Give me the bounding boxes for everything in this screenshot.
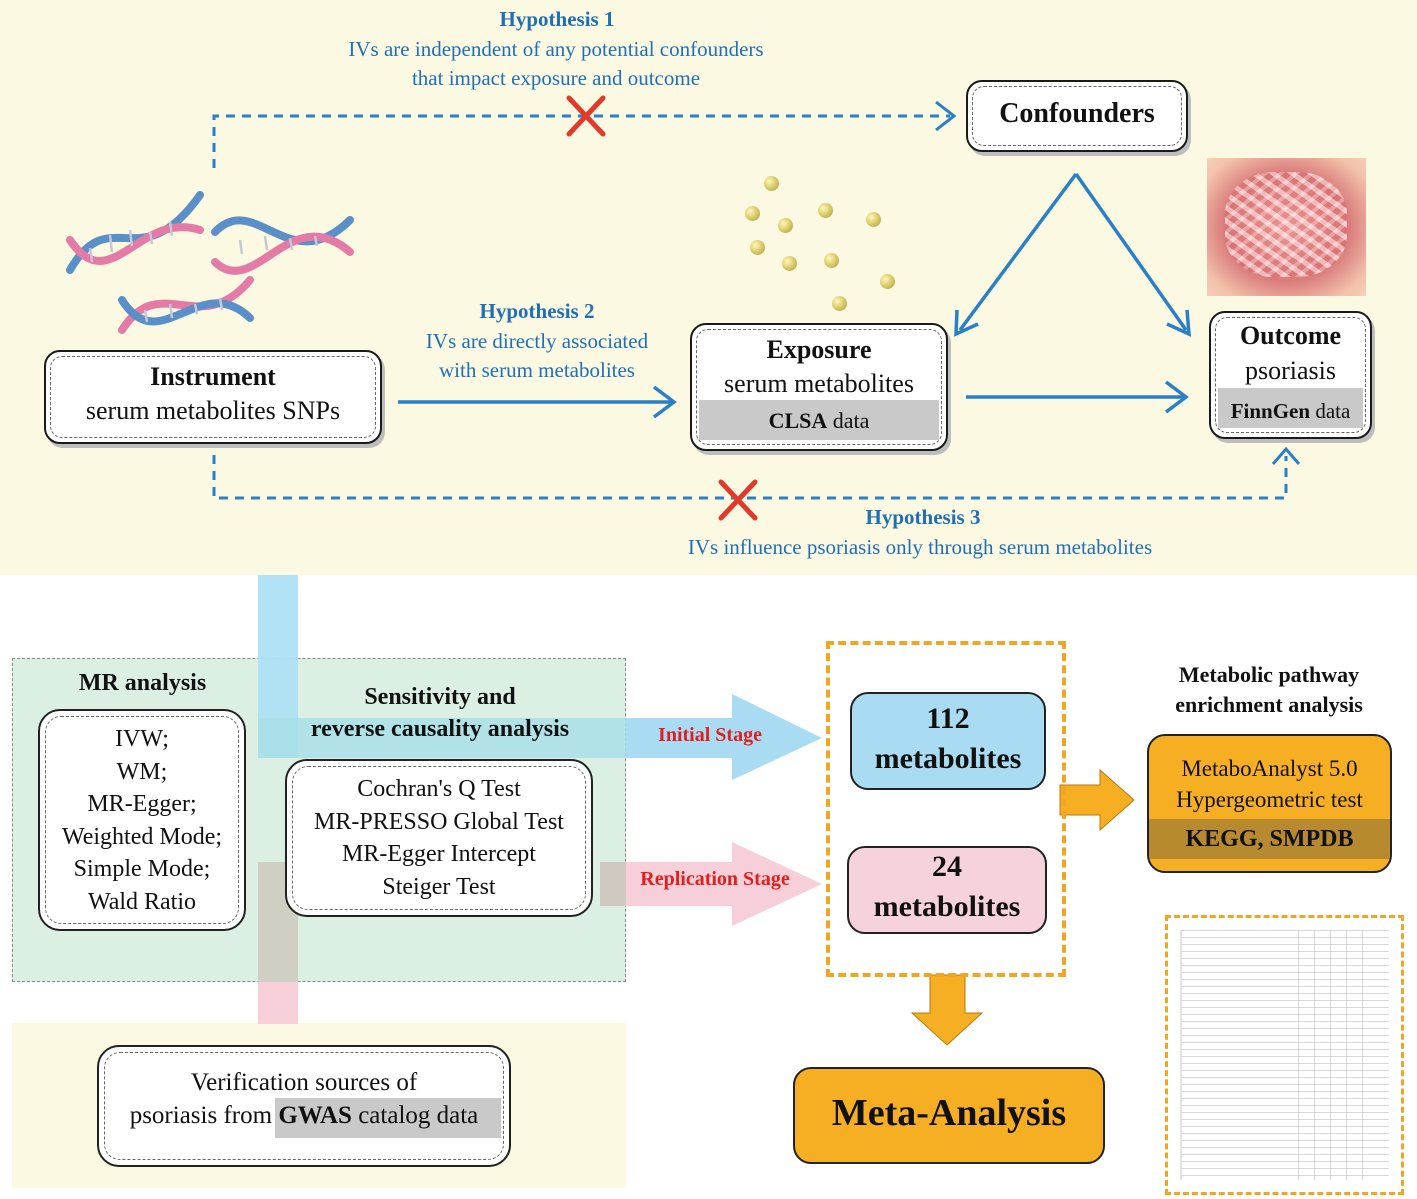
pathway-tool: MetaboAnalyst 5.0: [1181, 756, 1358, 781]
sensitivity-title-line1: Sensitivity and: [364, 684, 516, 710]
sensitivity-test-item: Steiger Test: [382, 873, 496, 900]
outcome-data-source: FinnGen data: [1230, 399, 1351, 423]
pathway-title-line2: enrichment analysis: [1175, 692, 1363, 717]
sensitivity-title-line2: reverse causality analysis: [310, 716, 570, 742]
replication-stage-label: Replication Stage: [640, 868, 790, 890]
pathway-box: MetaboAnalyst 5.0 Hypergeometric test KE…: [1147, 734, 1392, 873]
hypothesis-2-line2: with serum metabolites: [439, 358, 635, 382]
metabolite-dot: [824, 253, 839, 268]
metabolite-dot: [782, 256, 797, 271]
pathway-title-line1: Metabolic pathway: [1178, 662, 1360, 687]
h3-arrowhead: [1271, 446, 1301, 465]
mr-method-item: Weighted Mode;: [61, 823, 223, 850]
mr-method-item: MR-Egger;: [87, 791, 197, 817]
initial-results-box: 112 metabolites: [850, 692, 1046, 790]
psoriasis-plaque-texture: [1225, 172, 1347, 277]
hypothesis-3-line1: IVs influence psoriasis only through ser…: [687, 535, 1153, 559]
sensitivity-tests-list: Cochran's Q Test MR-PRESSO Global Test M…: [287, 773, 591, 903]
verification-line2: psoriasis from GWAS catalog data: [129, 1102, 479, 1129]
metabolite-dot: [745, 206, 760, 221]
results-table-thumbnail: [1165, 915, 1404, 1195]
initial-results-count: 112: [926, 702, 970, 735]
replication-results-count: 24: [932, 850, 962, 883]
initial-stage-label: Initial Stage: [658, 724, 762, 746]
metabolite-dot: [778, 218, 793, 233]
replication-results-box: 24 metabolites: [847, 846, 1047, 934]
hypothesis-1-line1: IVs are independent of any potential con…: [348, 37, 764, 61]
sensitivity-test-item: MR-PRESSO Global Test: [314, 808, 564, 835]
confounders-exposure-arrow: [958, 172, 1078, 332]
instrument-title: Instrument: [150, 362, 276, 391]
hypothesis-2-line1: IVs are directly associated: [425, 329, 649, 353]
verification-gwas-highlight: [275, 1098, 501, 1138]
pathway-right-arrow: [1059, 768, 1135, 832]
verification-line1: Verification sources of: [190, 1069, 418, 1096]
pathway-database-bar: [1149, 819, 1390, 859]
hypothesis-1-line2: that impact exposure and outcome: [411, 66, 701, 90]
pathway-databases: KEGG, SMPDB: [1185, 826, 1354, 852]
metabolite-dot: [818, 203, 833, 218]
exposure-subtitle: serum metabolites: [724, 369, 914, 398]
instrument-node: Instrument serum metabolites SNPs: [44, 350, 382, 444]
h3-cross-icon: [718, 479, 758, 521]
metabolite-dot: [866, 212, 881, 227]
outcome-node: Outcome psoriasis FinnGen data: [1209, 311, 1372, 439]
replication-results-label: metabolites: [873, 890, 1021, 923]
initial-stage-arrow: [626, 694, 822, 780]
hypothesis-1-title: Hypothesis 1: [499, 7, 615, 31]
meta-down-arrow: [910, 974, 984, 1046]
sensitivity-test-item: Cochran's Q Test: [357, 776, 521, 802]
confounders-title: Confounders: [999, 98, 1155, 129]
mr-method-item: Simple Mode;: [73, 856, 211, 882]
metabolite-dot: [832, 296, 847, 311]
sensitivity-test-item: MR-Egger Intercept: [342, 841, 536, 867]
metabolite-dot: [764, 176, 779, 191]
replication-stage-arrow: [626, 842, 822, 926]
verification-box: Verification sources of psoriasis from G…: [97, 1045, 511, 1167]
pathway-test: Hypergeometric test: [1176, 787, 1363, 812]
sensitivity-tests-box: Cochran's Q Test MR-PRESSO Global Test M…: [285, 759, 593, 917]
h3-dashed-path: [212, 455, 1288, 500]
outcome-data-bar: [1218, 388, 1363, 428]
mr-method-item: IVW;: [115, 726, 169, 752]
mr-methods-list: IVW; WM; MR-Egger; Weighted Mode; Simple…: [40, 723, 244, 918]
initial-results-label: metabolites: [874, 742, 1022, 775]
h1-cross-icon: [566, 95, 606, 137]
mr-method-item: WM;: [116, 758, 168, 785]
hypothesis-3-title: Hypothesis 3: [865, 505, 981, 529]
outcome-title: Outcome: [1239, 321, 1342, 350]
meta-analysis-label: Meta-Analysis: [831, 1092, 1067, 1134]
confounders-node: Confounders: [966, 80, 1188, 152]
meta-analysis-box: Meta-Analysis: [793, 1067, 1105, 1164]
instrument-subtitle: serum metabolites SNPs: [85, 396, 341, 425]
replication-stage-connector-horizontal: [600, 862, 628, 906]
metabolite-dot: [750, 240, 765, 255]
h1-arrowhead: [935, 100, 957, 132]
dna-icon: [66, 191, 354, 334]
exposure-data-source: CLSA data: [768, 408, 870, 433]
exposure-node: Exposure serum metabolites CLSA data: [690, 323, 948, 451]
mr-analysis-title: MR analysis: [78, 670, 207, 696]
exposure-data-bar: [699, 400, 939, 440]
outcome-subtitle: psoriasis: [1245, 356, 1336, 385]
mr-method-item: Wald Ratio: [87, 888, 197, 915]
h1-dashed-path: [212, 114, 950, 168]
metabolite-dot: [880, 274, 895, 289]
hypothesis-2-title: Hypothesis 2: [479, 299, 595, 323]
confounders-outcome-arrow: [1074, 172, 1188, 332]
exposure-title: Exposure: [766, 335, 872, 364]
initial-stage-connector-horizontal: [258, 718, 628, 758]
mr-methods-box: IVW; WM; MR-Egger; Weighted Mode; Simple…: [38, 709, 246, 931]
results-frame: [826, 641, 1066, 977]
